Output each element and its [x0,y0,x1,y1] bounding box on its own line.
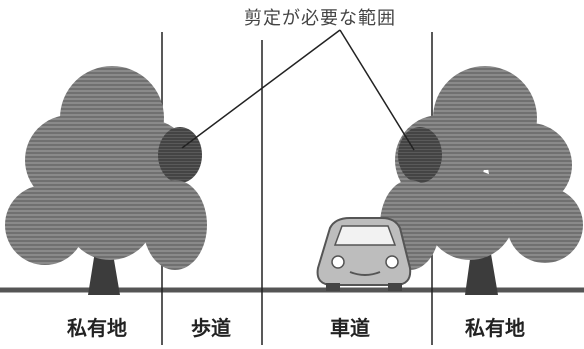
pointer-line-right [339,29,415,151]
tree-left-icon [5,66,207,295]
zone-label-roadway: 車道 [330,316,370,340]
pointer-line-left [181,29,341,149]
pruning-area-callout: 剪定が必要な範囲 [244,8,396,29]
zone-label-sidewalk: 歩道 [191,316,231,340]
tree-right-icon [380,66,583,295]
zone-label-private-left: 私有地 [67,316,127,340]
zone-label-private-right: 私有地 [465,316,525,340]
car-icon [316,217,412,291]
